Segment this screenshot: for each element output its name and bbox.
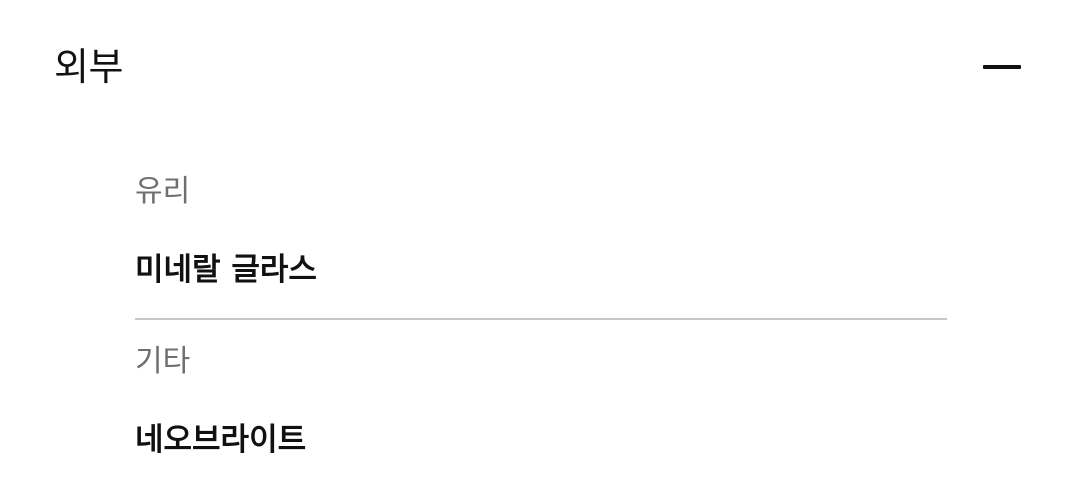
spec-value: 미네랄 글라스 [135,252,317,288]
minus-icon [983,65,1021,69]
spec-value: 네오브라이트 [135,422,307,458]
section-title: 외부 [54,45,123,89]
spec-item-glass: 유리 미네랄 글라스 [135,170,947,320]
section-header[interactable]: 외부 [0,0,1080,136]
spec-label: 기타 [135,344,191,379]
spec-label: 유리 [135,174,191,209]
divider [135,318,947,320]
collapse-toggle-button[interactable] [972,44,1032,90]
spec-item-other: 기타 네오브라이트 [135,340,947,470]
